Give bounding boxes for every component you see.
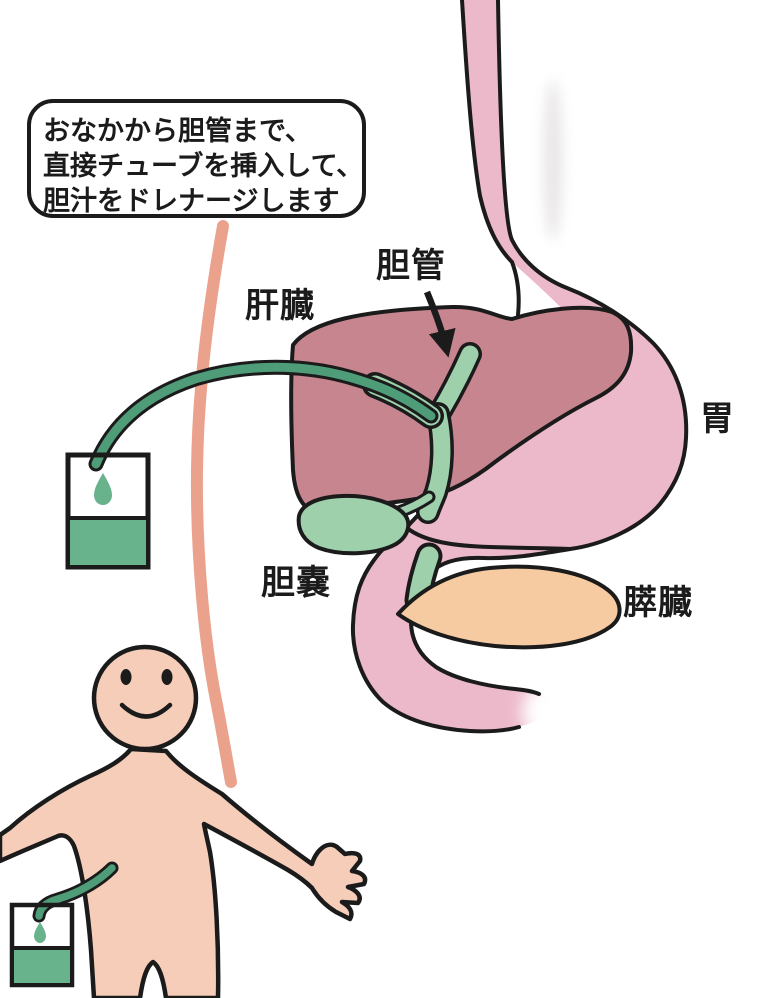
patient-bile-drop: [34, 922, 46, 943]
soft-shadow: [543, 80, 563, 240]
drainage-bag-liquid: [66, 516, 150, 569]
stomach-right-outline: [408, 0, 689, 696]
patient-smile: [119, 702, 173, 719]
label-bile-duct: 胆管: [376, 246, 446, 286]
patient-eye-right: [161, 669, 173, 685]
patient-body: [0, 746, 368, 998]
duodenum-fade: [522, 682, 576, 742]
speech-bubble-line-1: おなかから胆管まで、: [43, 116, 312, 147]
body-contour-line: [190, 220, 237, 788]
speech-bubble-line-2: 直接チューブを挿入して、: [43, 151, 364, 182]
bile-duct-trunk: [419, 405, 451, 521]
patient-head: [91, 644, 199, 752]
patient-eye-left: [120, 669, 132, 685]
bile-drop: [94, 473, 112, 505]
speech-bubble-line-3: 胆汁をドレナージします: [43, 186, 340, 217]
label-stomach: 胃: [700, 399, 735, 439]
label-liver: 肝臓: [245, 286, 315, 326]
speech-bubble: おなかから胆管まで、 直接チューブを挿入して、 胆汁をドレナージします: [27, 99, 366, 218]
patient-bag-liquid: [10, 946, 74, 987]
duodenum-upper-edge-line: [405, 526, 572, 551]
drainage-tube: [91, 362, 436, 469]
pancreas-shape: [396, 564, 622, 650]
esophagus-left-outline: [460, 0, 521, 317]
label-gallbladder: 胆嚢: [261, 563, 331, 603]
gallbladder-shape: [296, 493, 411, 556]
duodenum-outer-outline: [350, 526, 521, 734]
label-pancreas: 膵臓: [623, 583, 693, 623]
patient-tube: [35, 864, 116, 920]
bile-duct-arrow: [423, 290, 456, 358]
